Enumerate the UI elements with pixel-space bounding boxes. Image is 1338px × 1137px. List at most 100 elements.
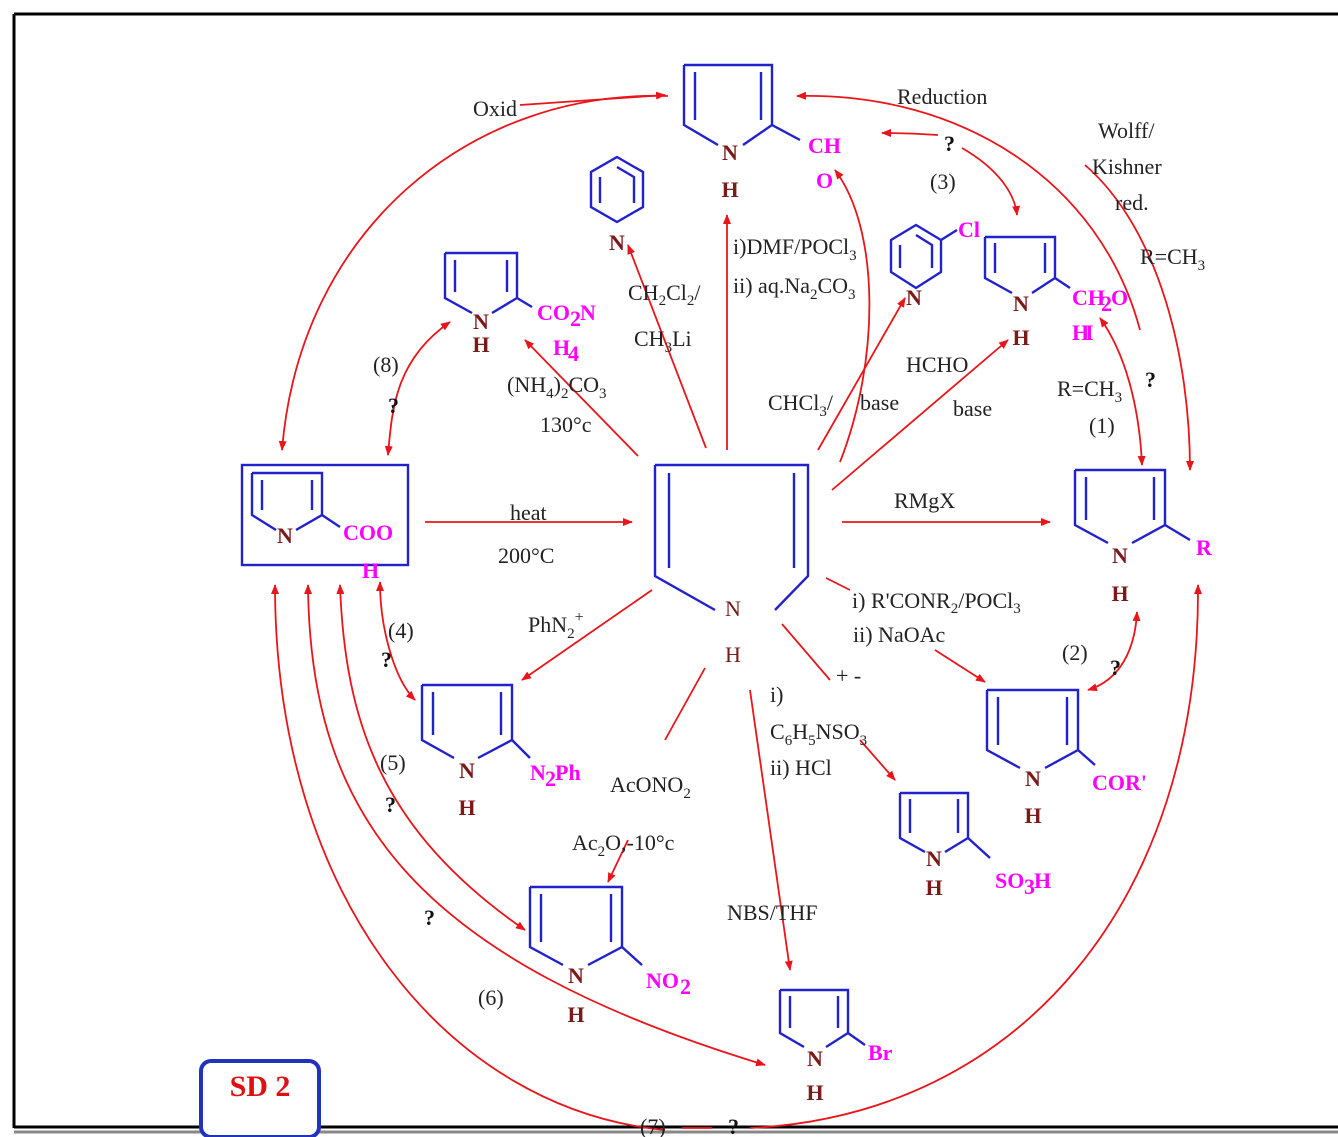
atom-h: H — [567, 1002, 584, 1027]
label-nbs: NBS/THF — [727, 900, 817, 925]
label-reduction: Reduction — [897, 84, 987, 109]
label-rconr2: i) R'CONR2/POCl3 — [852, 588, 1021, 617]
step-1: (1) — [1089, 413, 1115, 438]
label-base1: base — [860, 390, 899, 415]
label-temp130: 130°c — [540, 412, 592, 437]
label-dmf: i)DMF/POCl3 — [733, 234, 857, 264]
substituent-co2nh4-h: H — [553, 335, 570, 360]
pyrrole-2-nitro: N H NO 2 — [528, 885, 691, 1027]
step-6: (6) — [478, 985, 504, 1010]
pyrrole-2-sulfonic-acid: N H SO 3 H — [898, 791, 1051, 900]
label-kishner: Kishner — [1092, 154, 1162, 179]
badge-label: SD 2 — [230, 1070, 291, 1103]
question-3: ? — [944, 131, 955, 156]
question-8: ? — [388, 393, 399, 418]
subscript-2: 2 — [680, 974, 691, 999]
atom-n: N — [277, 523, 293, 548]
substituent-corp: COR' — [1092, 770, 1147, 795]
atom-n: N — [926, 846, 942, 871]
label-hcl: ii) HCl — [770, 755, 832, 780]
atom-h: H — [1012, 325, 1029, 350]
pyrrole-2-carboxylic-acid: N COO H — [240, 463, 410, 583]
substituent-so3h: SO — [995, 868, 1024, 893]
atom-n: N — [1112, 543, 1128, 568]
substituent-cho-o: O — [816, 168, 833, 193]
substituent-co2nh4: CO — [537, 300, 570, 325]
substituent-no2: NO — [646, 968, 679, 993]
step-5: (5) — [380, 750, 406, 775]
subscript-4: 4 — [568, 341, 579, 366]
pyrrole-2-bromo: N H Br — [778, 988, 893, 1105]
substituent-cho: CH — [808, 133, 841, 158]
label-aconox: AcONO2 — [610, 772, 691, 802]
label-r-ch3-mid: R=CH3 — [1057, 376, 1122, 406]
substituent-so3h-h: H — [1034, 868, 1051, 893]
label-rmgx: RMgX — [894, 488, 955, 513]
atom-n: N — [459, 758, 475, 783]
question-6: ? — [424, 905, 435, 930]
atom-n: N — [722, 140, 738, 165]
question-2: ? — [1110, 655, 1121, 680]
subscript-2: 2 — [570, 306, 581, 331]
label-nh42co3: (NH4)2CO3 — [507, 372, 607, 402]
atom-n: N — [609, 230, 625, 255]
step-8: (8) — [373, 352, 399, 377]
label-i-step: i) — [770, 682, 783, 707]
atom-n: N — [1025, 766, 1041, 791]
atom-n: N — [807, 1046, 823, 1071]
label-r-ch3-top: R=CH3 — [1140, 244, 1205, 274]
sd2-badge: SD 2 — [199, 1059, 321, 1137]
label-temp200: 200°C — [498, 543, 554, 568]
substituent-cooh: COO — [343, 520, 393, 545]
atom-h: H — [472, 332, 489, 357]
label-heat: heat — [510, 500, 547, 525]
label-wolff: Wolff/ — [1098, 118, 1155, 143]
atom-n: N — [568, 963, 584, 988]
label-ac2o: Ac2O,-10°c — [572, 830, 675, 860]
atom-n: N — [473, 309, 489, 334]
pyrrole-2-co2nh4: N H CO 2 N H 4 — [443, 251, 596, 366]
pyrrole-2-azophenyl: N H N 2 Ph — [420, 683, 581, 820]
question-4: ? — [381, 647, 392, 672]
substituent-ch2oh-o: O — [1111, 285, 1128, 310]
question-1: ? — [1145, 367, 1156, 392]
label-plusminus: + - — [836, 663, 861, 688]
label-naoac: ii) NaOAc — [853, 622, 945, 647]
label-hcho: HCHO — [906, 352, 968, 377]
frame — [12, 12, 1338, 1134]
label-ch2cl2: CH2Cl2/ — [628, 280, 701, 309]
label-phn2: PhN2+ — [528, 609, 584, 642]
atom-n: N — [725, 596, 741, 621]
pyrrole-2-alkyl: N H R — [1073, 468, 1213, 606]
reagent-labels: Oxid Reduction Wolff/ Kishner red. R=CH3… — [373, 84, 1205, 1137]
question-7: ? — [728, 1114, 739, 1137]
label-red: red. — [1115, 190, 1149, 215]
pyridine-ring: N — [589, 155, 645, 255]
label-c6h5nso3: C6H5NSO3 — [770, 719, 867, 749]
label-chcl3: CHCl3/ — [768, 390, 834, 420]
atom-h: H — [725, 642, 741, 667]
atom-h: H — [1024, 803, 1041, 828]
atom-h: H — [1111, 581, 1128, 606]
step-2: (2) — [1062, 640, 1088, 665]
label-ch3li: CH3Li — [634, 326, 692, 356]
step-7: (7) — [640, 1114, 666, 1137]
label-oxid: Oxid — [473, 96, 517, 121]
substituent-n2ph: N — [530, 760, 546, 785]
substituent-co2nh4-n: N — [580, 300, 596, 325]
substituent-cooh-h: H — [362, 558, 379, 583]
subscript-3: 3 — [1024, 874, 1035, 899]
step-3: (3) — [930, 169, 956, 194]
substituent-ch2oh: CH — [1072, 285, 1105, 310]
central-pyrrole: N H — [653, 463, 810, 667]
pyrrole-2-carbaldehyde: N H CH O — [682, 63, 841, 202]
atom-h: H — [806, 1080, 823, 1105]
chloropyridine-ring: N Cl — [889, 217, 980, 310]
label-na2co3: ii) aq.Na2CO3 — [733, 273, 856, 303]
pyrrole-2-methanol: N H CH 2 O H I — [983, 235, 1128, 350]
reaction-arrows — [271, 91, 1203, 1131]
subscript-2: 2 — [1101, 291, 1112, 316]
atom-n: N — [1013, 291, 1029, 316]
substituent-ph: Ph — [555, 760, 581, 785]
